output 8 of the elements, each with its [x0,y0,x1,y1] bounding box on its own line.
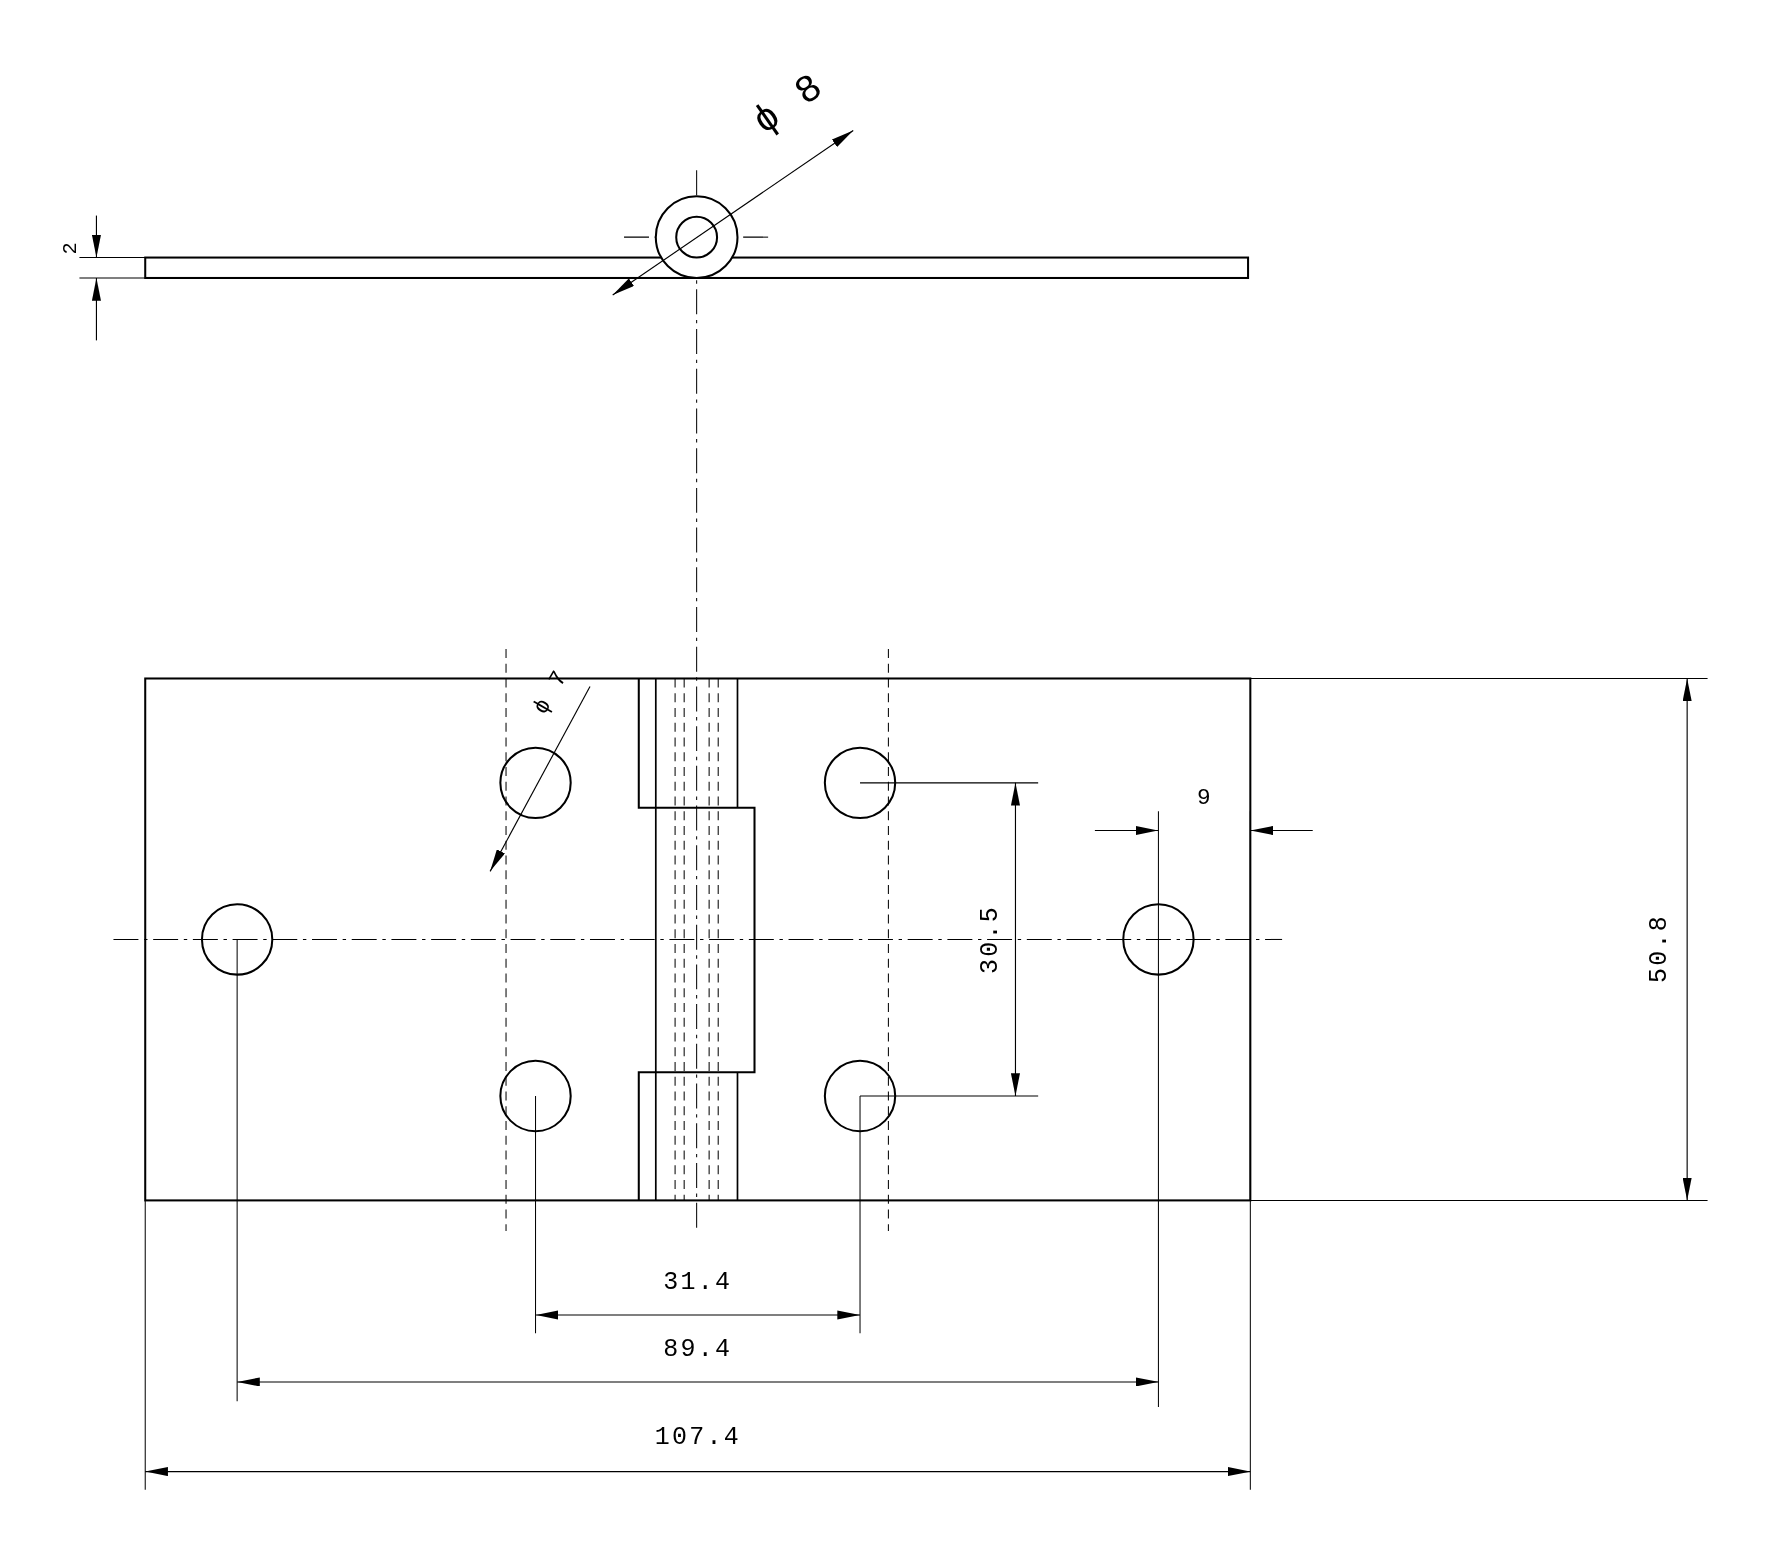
dimension-text: 107.4 [654,1426,741,1452]
dimension-text: 89.4 [663,1337,733,1363]
dimension-text: 30.5 [977,904,1003,974]
dimension-text: 9 [1197,787,1213,811]
dimension-text: 2 [60,240,81,255]
dimension-text: 50.8 [1647,914,1673,983]
dimension-text: ϕ 8 [746,66,831,143]
dimension-text: 31.4 [663,1270,733,1296]
